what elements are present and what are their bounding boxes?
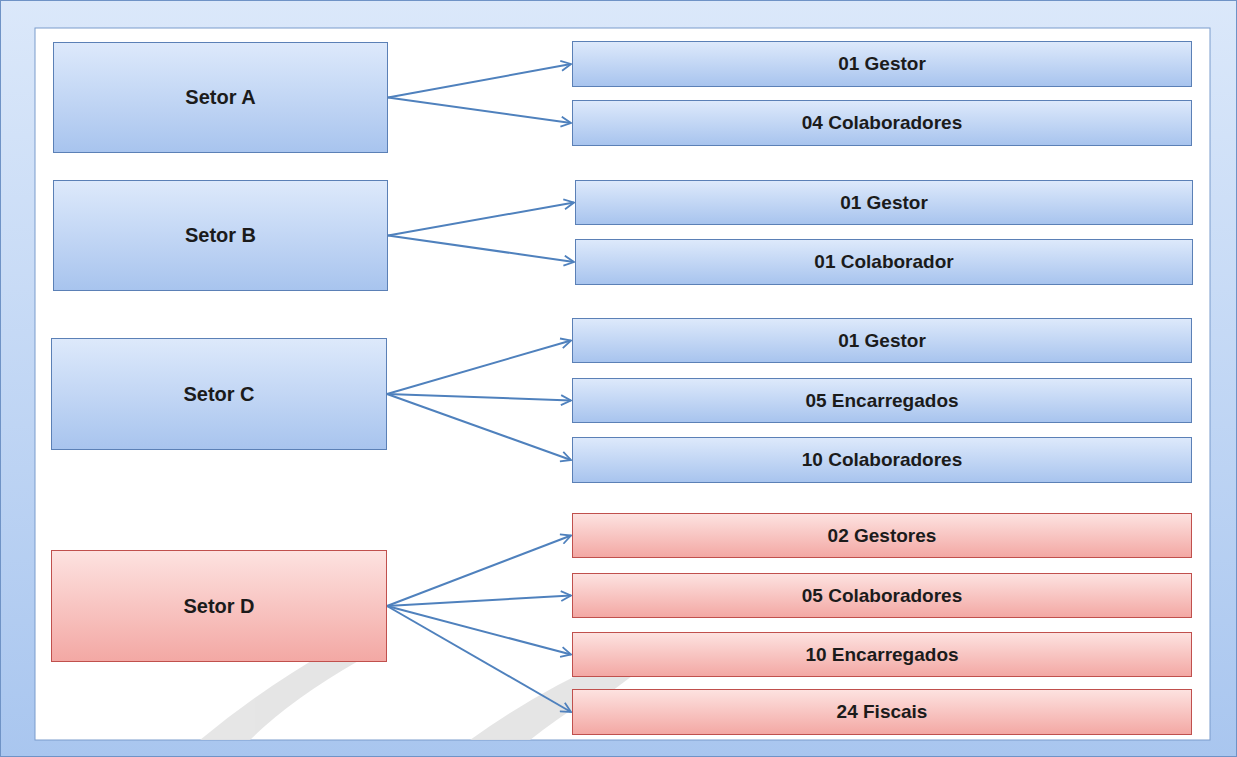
arrow-connector xyxy=(387,341,571,395)
role-box: 05 Colaboradores xyxy=(572,573,1192,618)
arrow-connector xyxy=(387,394,571,460)
arrow-connector xyxy=(387,536,571,607)
box-label: Setor C xyxy=(175,383,262,406)
box-label: 05 Colaboradores xyxy=(794,585,971,607)
sector-box: Setor A xyxy=(53,42,388,153)
box-label: 10 Encarregados xyxy=(797,644,966,666)
role-box: 01 Gestor xyxy=(572,41,1192,87)
box-label: 02 Gestores xyxy=(820,525,945,547)
box-label: 01 Gestor xyxy=(830,330,934,352)
role-box: 01 Gestor xyxy=(575,180,1193,225)
role-box: 01 Gestor xyxy=(572,318,1192,363)
role-box: 10 Colaboradores xyxy=(572,437,1192,483)
box-label: 05 Encarregados xyxy=(797,390,966,412)
arrow-connector xyxy=(388,203,574,236)
arrow-connector xyxy=(388,98,571,124)
role-box: 01 Colaborador xyxy=(575,239,1193,285)
role-box: 05 Encarregados xyxy=(572,378,1192,423)
box-label: Setor A xyxy=(177,86,263,109)
role-box: 04 Colaboradores xyxy=(572,100,1192,146)
sector-box: Setor B xyxy=(53,180,388,291)
arrow-connector xyxy=(387,596,571,607)
box-label: 01 Colaborador xyxy=(806,251,961,273)
sector-box: Setor C xyxy=(51,338,387,450)
arrow-connector xyxy=(388,64,571,98)
sector-box: Setor D xyxy=(51,550,387,662)
box-label: Setor B xyxy=(177,224,264,247)
watermark-stroke xyxy=(200,650,360,740)
arrow-connector xyxy=(387,606,571,655)
box-label: 24 Fiscais xyxy=(829,701,936,723)
inner-panel xyxy=(35,28,1210,740)
role-box: 02 Gestores xyxy=(572,513,1192,558)
arrow-connector xyxy=(388,236,574,263)
box-label: 10 Colaboradores xyxy=(794,449,971,471)
role-box: 10 Encarregados xyxy=(572,632,1192,677)
arrow-connector xyxy=(387,606,571,712)
box-label: Setor D xyxy=(175,595,262,618)
arrow-connector xyxy=(387,394,571,401)
box-label: 01 Gestor xyxy=(832,192,936,214)
box-label: 04 Colaboradores xyxy=(794,112,971,134)
box-label: 01 Gestor xyxy=(830,53,934,75)
role-box: 24 Fiscais xyxy=(572,689,1192,735)
